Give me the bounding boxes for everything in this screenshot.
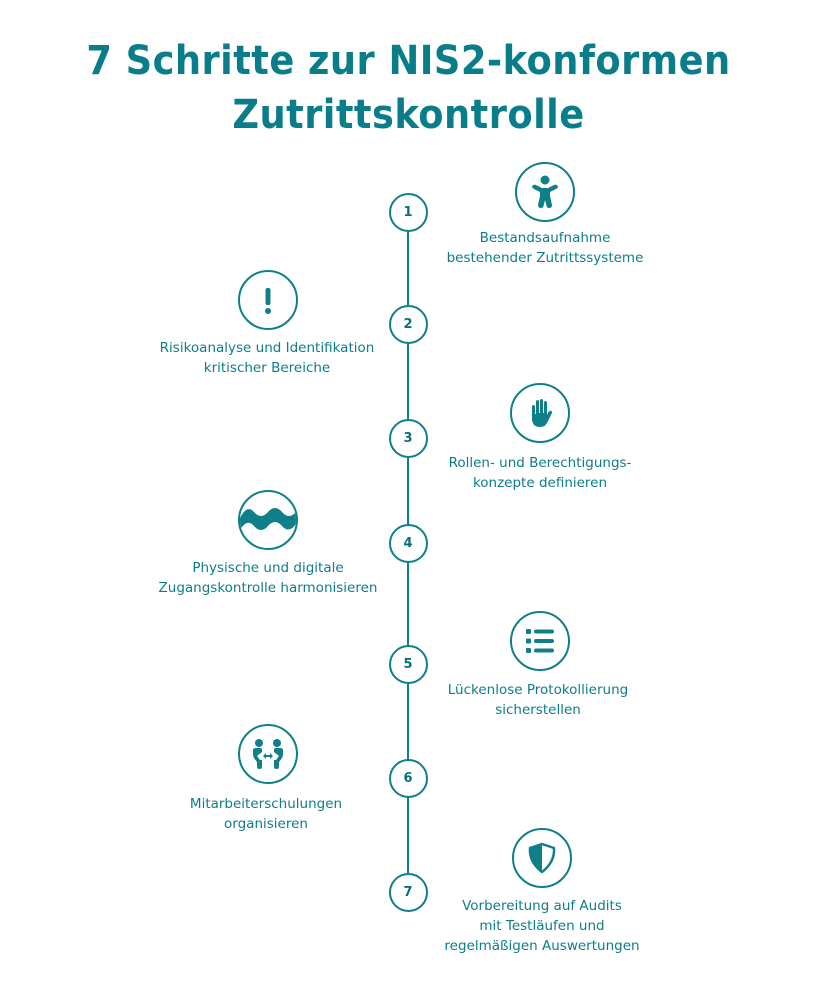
hand-stop-icon [510, 383, 570, 443]
step-5-label: Lückenlose Protokollierung sicherstellen [447, 682, 629, 718]
step-1-label: Bestandsaufnahme bestehender Zutrittssys… [446, 230, 644, 266]
step-2-label: Risikoanalyse und Identifikation kritisc… [159, 340, 375, 376]
title-line-2: Zutrittskontrolle [232, 92, 585, 138]
title-line-1: 7 Schritte zur NIS2-konformen [86, 38, 731, 84]
page-title: 7 Schritte zur NIS2-konformen Zutrittsko… [33, 34, 785, 142]
step-7-number: 7 [388, 872, 428, 912]
exclamation-icon [238, 270, 298, 330]
accessibility-person-icon [515, 162, 575, 222]
people-exchange-icon [238, 724, 298, 784]
step-2-number: 2 [388, 304, 428, 344]
shield-icon [512, 828, 572, 888]
wave-icon [238, 490, 298, 550]
step-6-label: Mitarbeiterschulungen organisieren [189, 796, 343, 832]
step-5-number: 5 [388, 644, 428, 684]
step-6-number: 6 [388, 758, 428, 798]
step-3-number: 3 [388, 418, 428, 458]
step-4-label: Physische und digitale Zugangskontrolle … [158, 560, 378, 596]
step-7-label: Vorbereitung auf Audits mit Testläufen u… [444, 898, 640, 954]
step-1-number: 1 [388, 192, 428, 232]
list-icon [510, 611, 570, 671]
step-3-label: Rollen- und Berechtigungs- konzepte defi… [448, 455, 632, 491]
step-4-number: 4 [388, 523, 428, 563]
